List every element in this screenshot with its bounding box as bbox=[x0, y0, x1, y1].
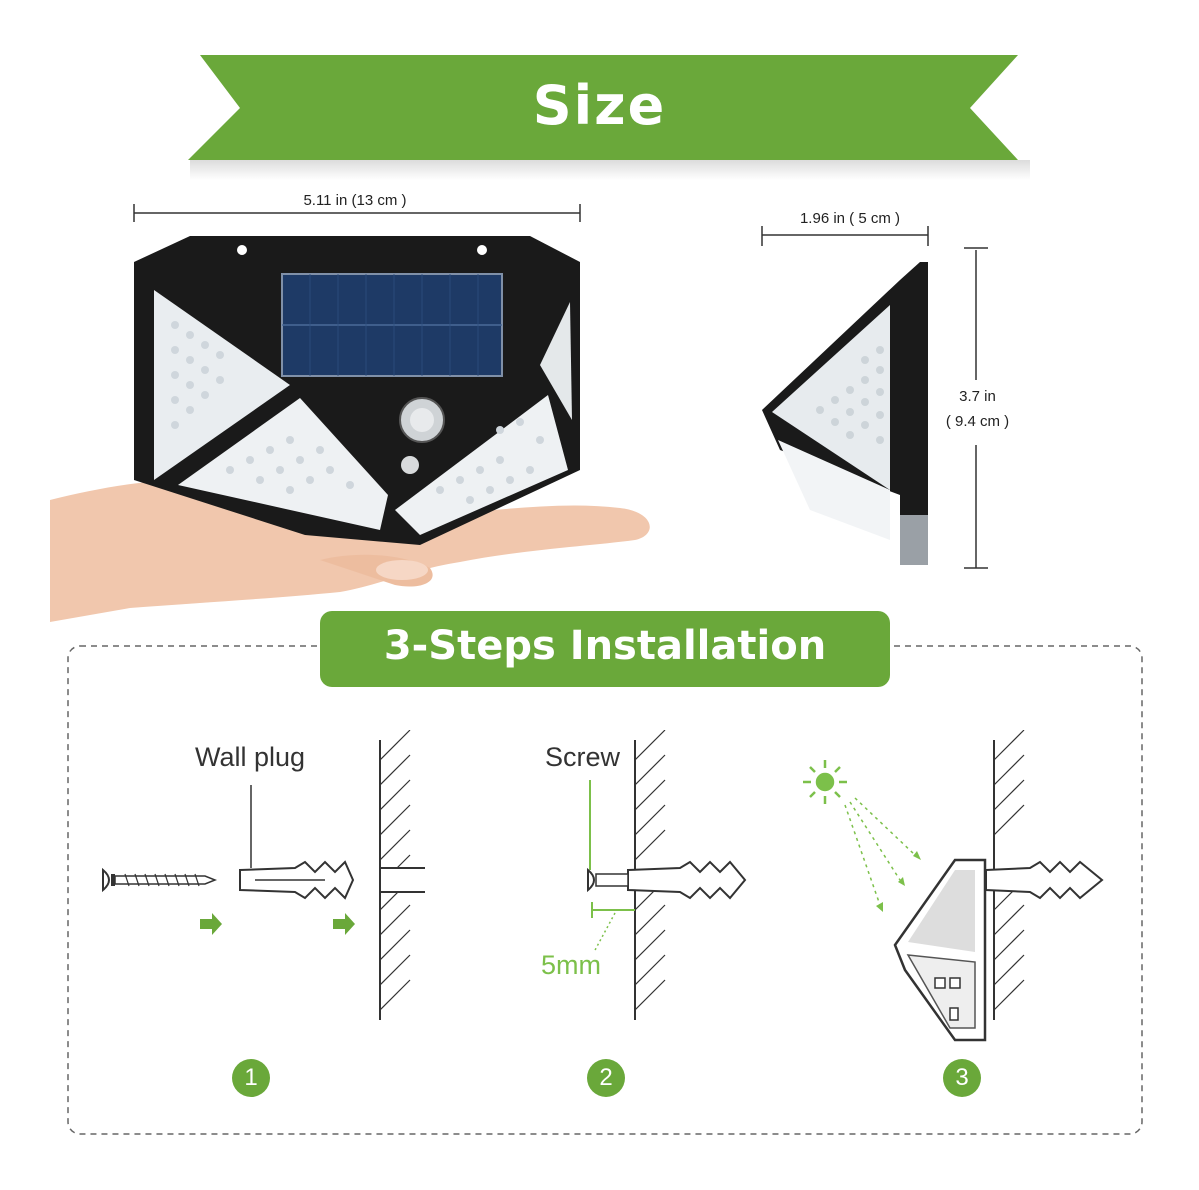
page-title: Size bbox=[532, 74, 667, 137]
sun-icon bbox=[803, 760, 847, 804]
title-banner bbox=[188, 55, 1030, 180]
step2-illustration bbox=[587, 730, 747, 1020]
step-number-1: 1 bbox=[232, 1059, 270, 1097]
height-dimension-inches: 3.7 in bbox=[959, 388, 996, 405]
installation-title: 3-Steps Installation bbox=[383, 623, 827, 669]
step-number-3: 3 bbox=[943, 1059, 981, 1097]
screw-label: Screw bbox=[545, 742, 621, 772]
wall-plug-label: Wall plug bbox=[195, 742, 306, 772]
product-side-view bbox=[761, 226, 988, 569]
installation-title-badge bbox=[320, 611, 890, 687]
height-dimension-cm: ( 9.4 cm ) bbox=[945, 413, 1010, 430]
step3-illustration bbox=[803, 730, 1104, 1042]
step1-illustration bbox=[102, 730, 425, 1020]
gap-5mm-label: 5mm bbox=[541, 950, 601, 980]
depth-dimension-label: 1.96 in ( 5 cm ) bbox=[799, 210, 901, 227]
step-number-2: 2 bbox=[587, 1059, 625, 1097]
width-dimension-label: 5.11 in (13 cm ) bbox=[303, 192, 407, 209]
product-front-view bbox=[50, 204, 650, 622]
